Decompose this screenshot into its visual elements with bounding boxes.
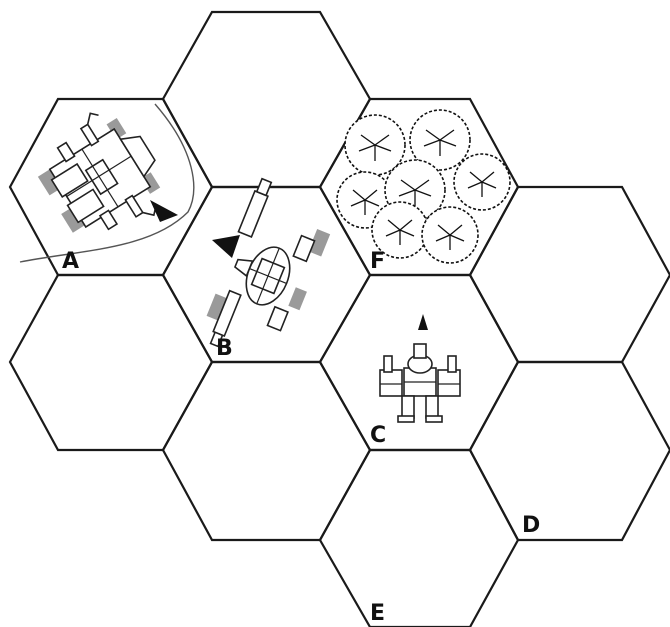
facing-arrow-b-icon — [212, 235, 240, 258]
hex-d[interactable] — [470, 362, 670, 540]
hex-left-middle[interactable] — [10, 275, 212, 450]
mech-c-icon[interactable] — [380, 344, 460, 422]
hex-label-c: C — [370, 423, 386, 448]
hex-top[interactable] — [163, 12, 370, 187]
hex-label-a: A — [62, 249, 79, 274]
tree-canopy — [337, 110, 510, 263]
hex-right-upper[interactable] — [470, 187, 670, 362]
hex-label-f: F — [370, 249, 385, 274]
facing-arrow-c-icon — [418, 314, 428, 330]
hex-label-e: E — [370, 601, 385, 626]
hex-label-b: B — [216, 336, 233, 361]
heavy-woods-terrain — [337, 110, 510, 263]
hex-e[interactable] — [320, 450, 518, 627]
hex-label-d: D — [522, 513, 540, 538]
hex-below-b[interactable] — [163, 362, 370, 540]
